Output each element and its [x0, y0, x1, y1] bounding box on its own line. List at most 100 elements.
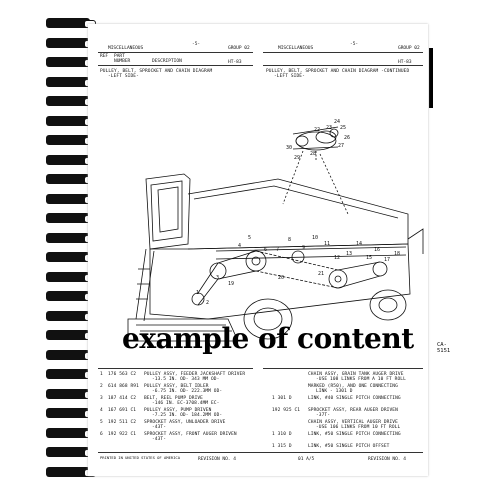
- callout-label: 12: [334, 255, 340, 261]
- part-ref: 3: [100, 396, 103, 401]
- binder-ring: [46, 310, 96, 321]
- callout-label: 17: [384, 257, 390, 263]
- part-ref: 6: [100, 432, 103, 437]
- binder-ring: [46, 154, 96, 165]
- header-left-rule: [98, 52, 253, 53]
- title-left: PULLEY, BELT, SPROCKET AND CHAIN DIAGRAM: [100, 69, 213, 74]
- part-ref: 2: [100, 384, 103, 389]
- header-right-series: HT-83: [398, 60, 412, 65]
- binder-ring: [46, 18, 96, 28]
- callout-label: 16: [374, 247, 380, 253]
- binder-ring: [46, 115, 96, 126]
- callout-label: 22: [314, 127, 320, 133]
- binder-ring: [46, 76, 96, 87]
- binder-ring: [46, 330, 96, 340]
- part-description: SPROCKET ASSY, REAR AUGER DRIVEN: [308, 408, 398, 413]
- figure-id: CA-5151: [437, 342, 451, 354]
- part-number: 614 868 R91: [108, 384, 139, 389]
- header-right-section: MISCELLANEOUS: [278, 46, 314, 51]
- header-right-rule: [263, 52, 423, 53]
- binder-ring: [46, 427, 96, 438]
- binder-ring: [46, 174, 96, 184]
- part-ref: 5: [100, 420, 103, 425]
- part-description-detail: -146 IN. EC-3708.4MM EC-: [152, 401, 220, 406]
- binder-ring: [46, 96, 96, 106]
- binder-ring: [46, 193, 96, 204]
- example-caption: example of content: [122, 322, 414, 355]
- callout-label: 18: [394, 251, 400, 257]
- binder-ring: [46, 252, 96, 262]
- part-number: 1 315 D: [272, 444, 292, 449]
- callout-label: 9: [302, 245, 305, 251]
- part-number: 1 301 D: [272, 396, 292, 401]
- footer-revision-right: REVISION NO. 4: [368, 457, 406, 462]
- callout-label: 24: [334, 119, 340, 125]
- part-number: 187 414 C2: [108, 396, 137, 401]
- part-description-detail: -13.5 IN. OD- 343 MM OD-: [152, 377, 220, 382]
- binder-ring: [46, 369, 96, 379]
- part-ref: 4: [100, 408, 103, 413]
- title-left-sub: -LEFT SIDE-: [108, 74, 139, 79]
- callout-label: 14: [356, 241, 362, 247]
- binder-ring: [46, 408, 96, 418]
- binder-ring: [46, 232, 96, 243]
- binder-ring: [46, 37, 96, 48]
- binder-ring: [46, 135, 96, 145]
- binder-ring: [46, 291, 96, 301]
- part-description-detail: -USE 106 LINKS FROM 10 FT ROLL: [316, 425, 401, 430]
- part-ref: 1: [100, 372, 103, 377]
- part-description-detail: -6.75 IN. OD- 222.3MM OD-: [152, 389, 223, 394]
- header-right-rule-2: [263, 65, 423, 66]
- callout-label: 28: [310, 151, 316, 157]
- part-description-detail: -7.25 IN. OD- 184.2MM OD-: [152, 413, 223, 418]
- part-number: 192 511 C2: [108, 420, 137, 425]
- callout-label: 11: [324, 241, 330, 247]
- binder-ring: [46, 466, 96, 477]
- section-tab-marker: [429, 48, 433, 108]
- callout-label: 5: [248, 235, 251, 241]
- footer-date: 01 A/5: [298, 457, 315, 462]
- callout-label: 15: [366, 255, 372, 261]
- part-number: 192 925 C1: [272, 408, 301, 413]
- callout-label: 27: [338, 143, 344, 149]
- part-description-detail: -37T-: [316, 413, 331, 418]
- part-description: PULLEY ASSY, FEEDER JACKSHAFT DRIVER: [144, 372, 246, 377]
- part-number: 1 310 D: [272, 432, 292, 437]
- binder-ring: [46, 271, 96, 282]
- binder-ring: [46, 388, 96, 399]
- part-description: CHAIN ASSY, VERTICAL AUGER DRIVE: [308, 420, 398, 425]
- header-left-col-part: PART: [114, 54, 125, 59]
- callout-label: 8: [288, 237, 291, 243]
- callout-label: 7: [276, 247, 279, 253]
- binder-ring: [46, 447, 96, 457]
- callout-label: 3: [216, 275, 219, 281]
- callout-label: 6: [264, 247, 267, 253]
- footer-rule: [98, 452, 423, 453]
- header-left-group: GROUP 02: [228, 46, 250, 51]
- callout-label: 4: [238, 243, 241, 249]
- header-left-page-marker: -5-: [192, 42, 201, 47]
- part-description: MARKED (R50), AND ONE CONNECTING: [308, 384, 398, 389]
- part-number: 176 563 C2: [108, 372, 137, 377]
- part-description: LINK, #40 SINGLE PITCH CONNECTING: [308, 396, 401, 401]
- header-left-col-number: NUMBER: [114, 59, 131, 64]
- footer-revision-left: REVISION NO. 4: [198, 457, 236, 462]
- header-right-page-marker: -5-: [350, 42, 359, 47]
- part-description-detail: -USE 108 LINKS FROM A 10 FT ROLL: [316, 377, 406, 382]
- callout-label: 13: [346, 251, 352, 257]
- callout-label: 20: [278, 275, 284, 281]
- binder-ring: [46, 349, 96, 360]
- callout-label: 19: [228, 281, 234, 287]
- callout-label: 2: [206, 300, 209, 306]
- part-description: LINK, #50 SINGLE PITCH CONNECTING: [308, 432, 401, 437]
- part-number: 167 691 C1: [108, 408, 137, 413]
- part-number: 192 922 C1: [108, 432, 137, 437]
- part-description: PULLEY ASSY, BELT IDLER: [144, 384, 209, 389]
- callout-label: 29: [294, 155, 300, 161]
- part-description: SPROCKET ASSY, FRONT AUGER DRIVEN: [144, 432, 237, 437]
- parts-right-rule: [263, 368, 423, 369]
- parts-left-rule: [98, 368, 253, 369]
- callout-label: 25: [340, 125, 346, 131]
- binder-ring: [46, 213, 96, 223]
- callout-label: 10: [312, 235, 318, 241]
